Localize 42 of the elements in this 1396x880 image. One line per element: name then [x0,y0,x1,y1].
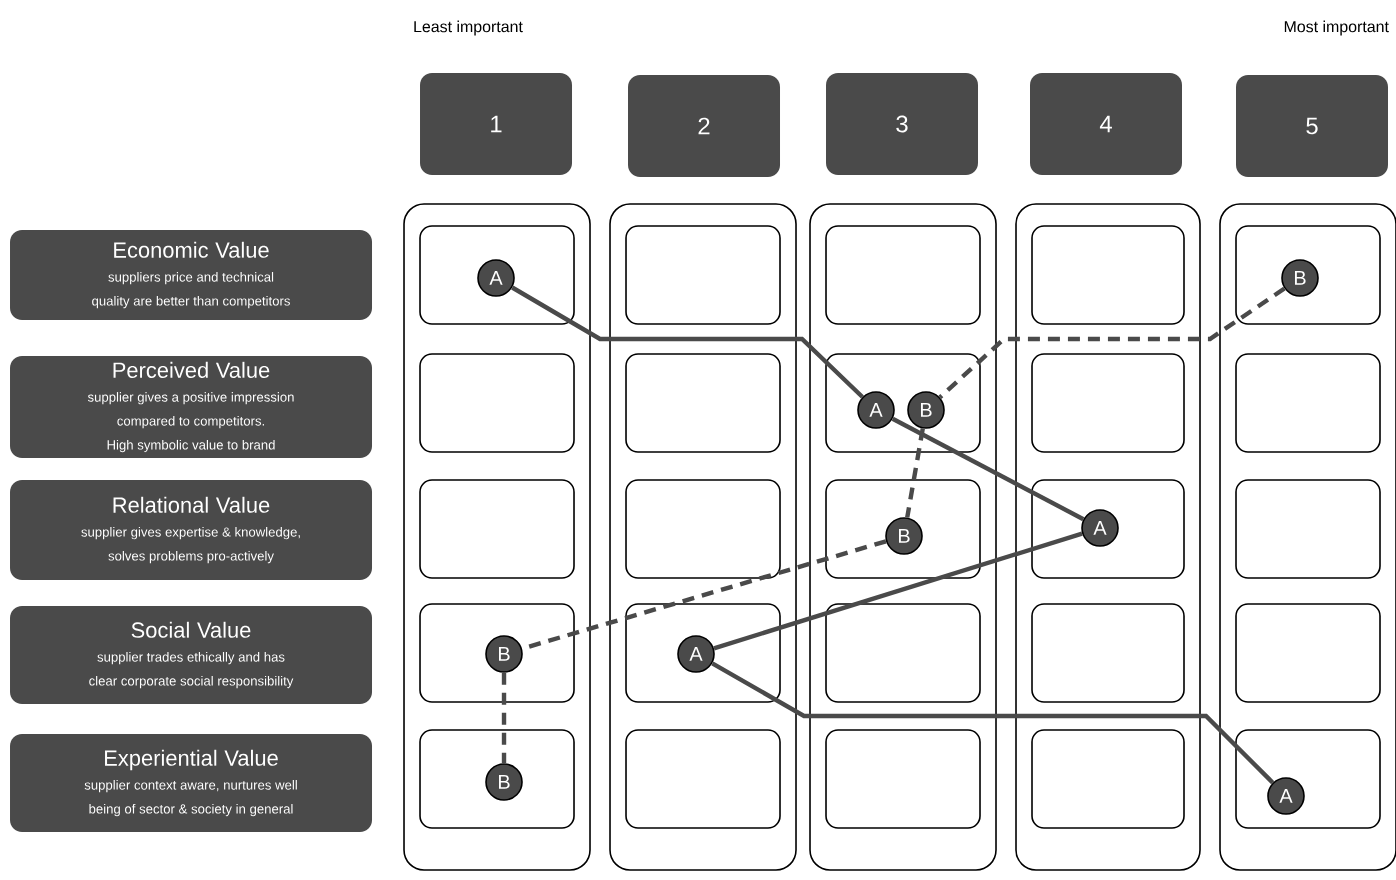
rating-cell [625,603,781,703]
column-frame [609,203,797,871]
column-frame [403,203,591,871]
rating-cell [1235,603,1381,703]
rating-cell [1031,353,1185,453]
connecting-line [711,661,1275,785]
connecting-line [905,428,925,518]
rating-cell [625,479,781,579]
column-header-box: 4 [1030,73,1182,175]
rating-cell [1031,729,1185,829]
column-header-box: 2 [628,75,780,177]
connecting-line [511,285,864,399]
rating-cell [825,479,981,579]
column-frame [809,203,997,871]
connecting-line [713,531,1083,651]
rating-cell [1031,225,1185,325]
column-header-box: 1 [420,73,572,175]
rating-cell [1235,729,1381,829]
column-header-box: 3 [826,73,978,175]
rating-cell [1031,603,1185,703]
rating-cell [1235,353,1381,453]
rating-cell [419,353,575,453]
rating-cell [825,353,981,453]
rating-cell [1235,225,1381,325]
rating-cell [1235,479,1381,579]
column-frame [1015,203,1201,871]
rating-cell [825,225,981,325]
column-frame [1219,203,1396,871]
connecting-line [938,286,1286,399]
rating-cell [419,479,575,579]
rating-cell [419,225,575,325]
connecting-line [891,416,1085,522]
connecting-line [501,672,507,764]
rating-cell [625,353,781,453]
rating-cell [419,603,575,703]
rating-cell [825,603,981,703]
rating-cell [625,225,781,325]
rating-cell [1031,479,1185,579]
column-header-box: 5 [1236,75,1388,177]
rating-cell [625,729,781,829]
rating-cell [419,729,575,829]
rating-cell [825,729,981,829]
